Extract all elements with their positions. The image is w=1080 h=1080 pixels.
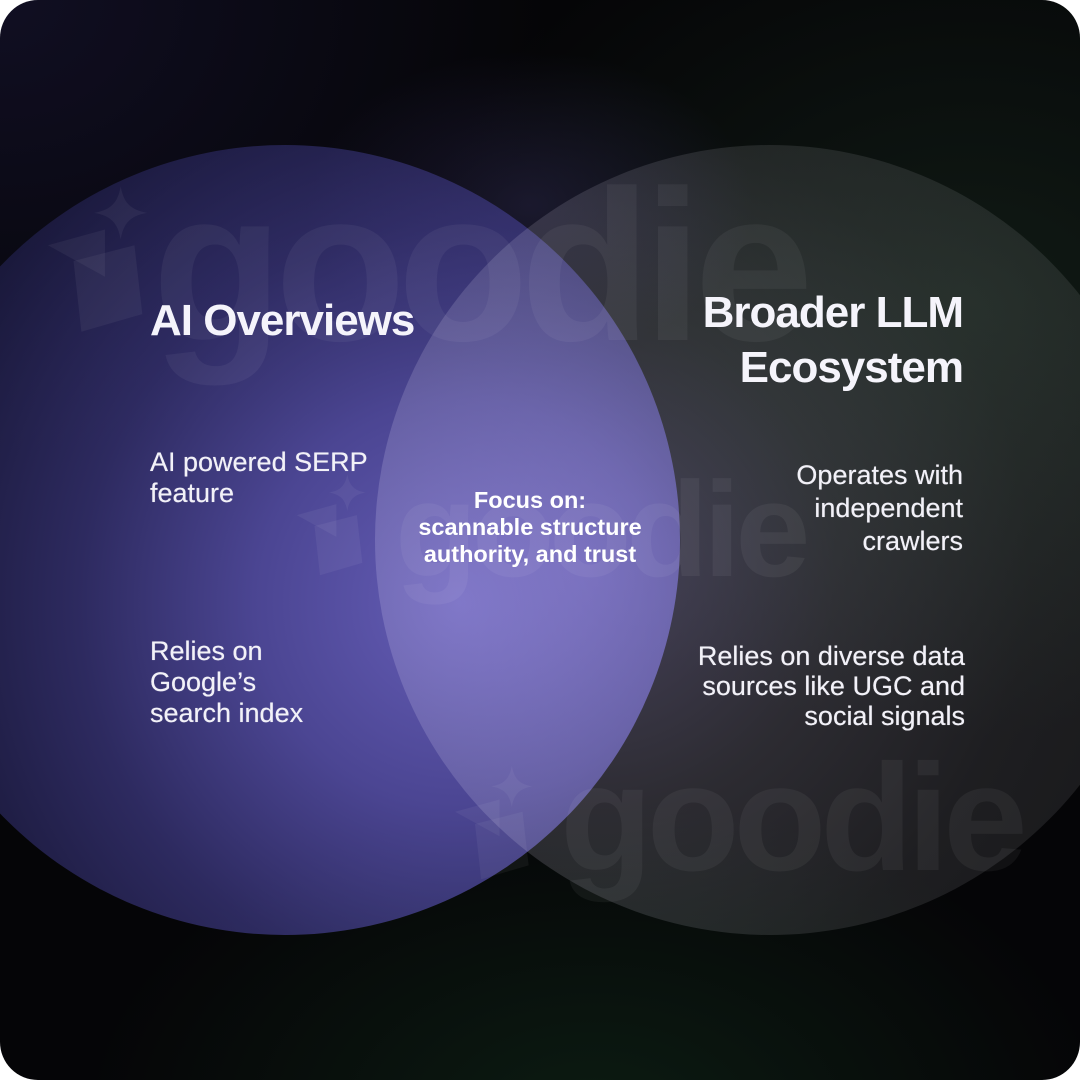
intersection-label: Focus on: scannable structure authority,… [418,487,642,567]
right-circle-title: Broader LLM Ecosystem [702,288,964,393]
venn-right-circle [375,145,1080,935]
right-item-diverse-data-sources: Relies on diverse data sources like UGC … [697,641,965,731]
goodie-watermark-text: goodie [152,145,814,386]
goodie-logo-icon [294,470,376,582]
goodie-watermark-text: goodie [560,733,1028,903]
left-circle-title: AI Overviews [150,296,415,346]
goodie-logo-icon [44,182,162,340]
goodie-logo-icon [452,762,544,886]
venn-left-circle [0,145,680,935]
goodie-watermark-text: goodie [395,454,810,605]
left-item-serp-feature: AI powered SERP feature [150,447,368,508]
right-item-independent-crawlers: Operates with independent crawlers [796,460,963,556]
left-item-google-index: Relies on Google’s search index [150,636,304,728]
